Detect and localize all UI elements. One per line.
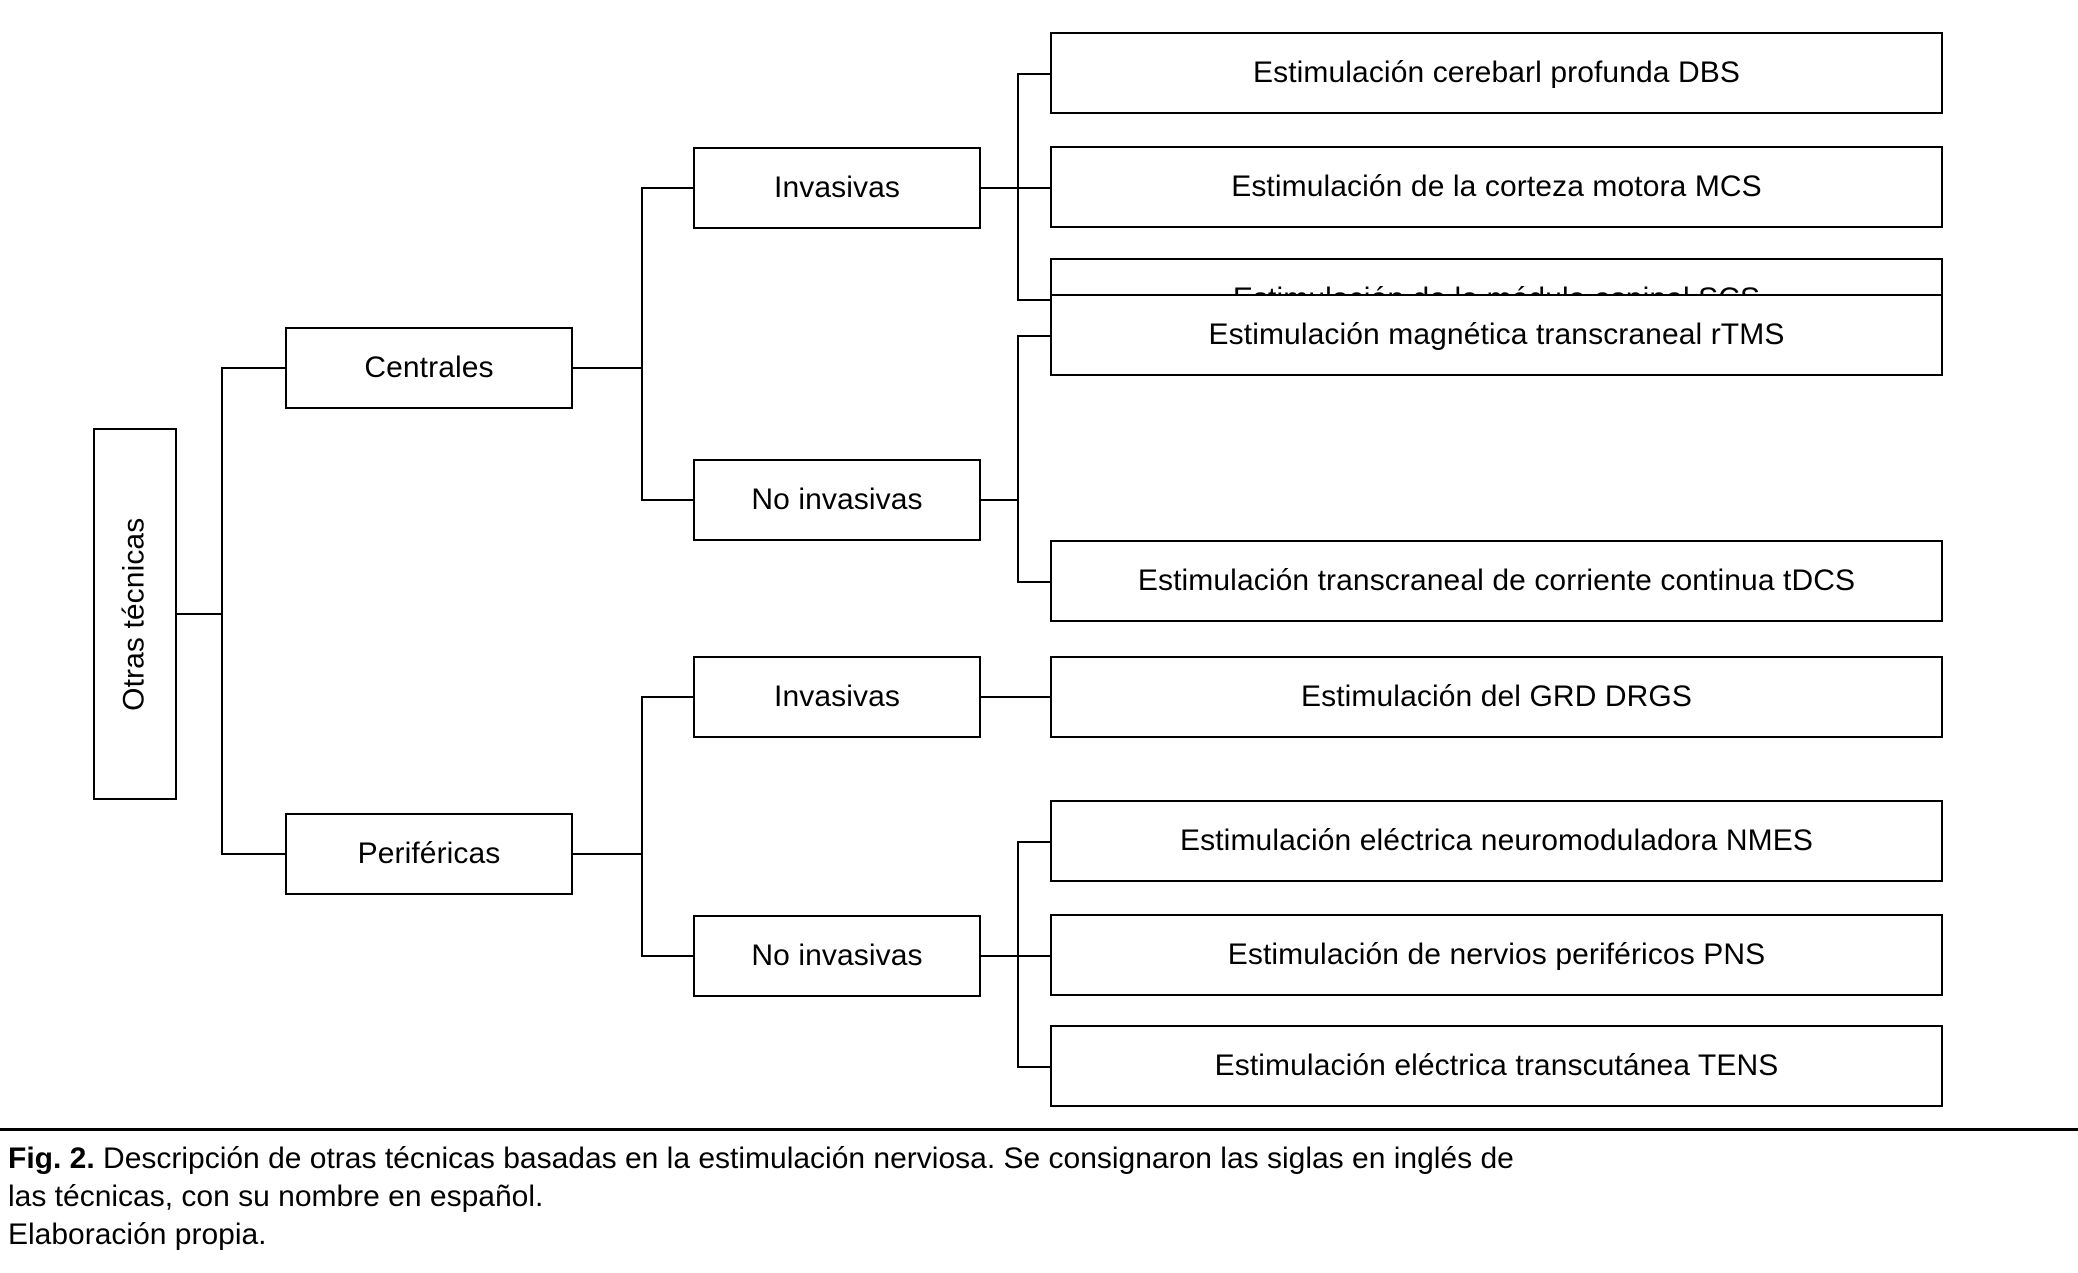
connector-p-noinv-spine xyxy=(1017,841,1019,1068)
node-label-centrales-invasivas: Invasivas xyxy=(774,170,900,204)
leaf-label-mcs: Estimulación de la corteza motora MCS xyxy=(1231,169,1762,203)
leaf-label-rtms: Estimulación magnética transcraneal rTMS xyxy=(1208,317,1785,351)
connector-c-inv-spine xyxy=(1017,73,1019,300)
connector-p-noinv-stub xyxy=(981,955,1019,957)
leaf-label-tdcs: Estimulación transcraneal de corriente c… xyxy=(1137,563,1856,597)
connector-p-noinv-leaf-2 xyxy=(1017,955,1051,957)
leaf-label-dbs: Estimulación cerebarl profunda DBS xyxy=(1253,55,1740,89)
leaf-label-nmes: Estimulación eléctrica neuromoduladora N… xyxy=(1180,823,1813,857)
connector-c-noinv-leaf-2 xyxy=(1017,581,1051,583)
leaf-label-drgs: Estimulación del GRD DRGS xyxy=(1301,679,1692,713)
node-label-perifericas-invasivas: Invasivas xyxy=(774,679,900,713)
leaf-pns: Estimulación de nervios periféricos PNS xyxy=(1050,914,1943,996)
connector-root-spine xyxy=(221,367,223,855)
node-perifericas-invasivas: Invasivas xyxy=(693,656,981,738)
caption-figure-number: Fig. 2. xyxy=(8,1142,95,1175)
node-perifericas: Periféricas xyxy=(285,813,573,895)
leaf-label-pns: Estimulación de nervios periféricos PNS xyxy=(1227,937,1766,971)
leaf-nmes: Estimulación eléctrica neuromoduladora N… xyxy=(1050,800,1943,882)
connector-p-inv-leaf-1 xyxy=(981,696,1051,698)
node-label-root: Otras técnicas xyxy=(117,517,151,711)
leaf-mcs: Estimulación de la corteza motora MCS xyxy=(1050,146,1943,228)
node-centrales-invasivas: Invasivas xyxy=(693,147,981,229)
connector-c-noinv-spine xyxy=(1017,335,1019,583)
connector-root-stub xyxy=(177,613,223,615)
connector-c-noinv-stub xyxy=(981,499,1019,501)
figure-caption: Fig. 2. Descripción de otras técnicas ba… xyxy=(8,1140,2068,1254)
node-centrales-no-invasivas: No invasivas xyxy=(693,459,981,541)
connector-perifericas-to-no-invasivas xyxy=(641,955,695,957)
node-otras-tecnicas: Otras técnicas xyxy=(93,428,177,800)
connector-c-noinv-leaf-1 xyxy=(1017,335,1051,337)
tree-diagram: Otras técnicas Centrales Invasivas Estim… xyxy=(93,32,1943,1107)
connector-root-to-centrales xyxy=(221,367,287,369)
connector-centrales-stub xyxy=(573,367,643,369)
connector-root-to-perifericas xyxy=(221,853,287,855)
connector-c-inv-stub xyxy=(981,187,1019,189)
caption-line-3: Elaboración propia. xyxy=(8,1218,267,1251)
leaf-tdcs: Estimulación transcraneal de corriente c… xyxy=(1050,540,1943,622)
leaf-dbs: Estimulación cerebarl profunda DBS xyxy=(1050,32,1943,114)
leaf-drgs: Estimulación del GRD DRGS xyxy=(1050,656,1943,738)
node-perifericas-no-invasivas: No invasivas xyxy=(693,915,981,997)
connector-perifericas-spine xyxy=(641,696,643,957)
node-label-centrales: Centrales xyxy=(364,350,494,384)
node-label-perifericas: Periféricas xyxy=(357,836,501,870)
node-label-centrales-no-invasivas: No invasivas xyxy=(751,482,923,516)
caption-line-1: Descripción de otras técnicas basadas en… xyxy=(94,1142,1514,1175)
connector-centrales-spine xyxy=(641,187,643,500)
connector-perifericas-to-invasivas xyxy=(641,696,695,698)
connector-c-inv-leaf-3 xyxy=(1017,299,1051,301)
connector-p-noinv-leaf-1 xyxy=(1017,841,1051,843)
connector-perifericas-stub xyxy=(573,853,643,855)
connector-centrales-to-no-invasivas xyxy=(641,499,695,501)
node-centrales: Centrales xyxy=(285,327,573,409)
connector-c-inv-leaf-2 xyxy=(1017,187,1051,189)
connector-p-noinv-leaf-3 xyxy=(1017,1066,1051,1068)
caption-line-2: las técnicas, con su nombre en español. xyxy=(8,1180,544,1213)
caption-divider xyxy=(0,1128,2078,1131)
node-label-perifericas-no-invasivas: No invasivas xyxy=(751,938,923,972)
leaf-rtms: Estimulación magnética transcraneal rTMS xyxy=(1050,294,1943,376)
leaf-tens: Estimulación eléctrica transcutánea TENS xyxy=(1050,1025,1943,1107)
connector-c-inv-leaf-1 xyxy=(1017,73,1051,75)
leaf-label-tens: Estimulación eléctrica transcutánea TENS xyxy=(1214,1048,1779,1082)
connector-centrales-to-invasivas xyxy=(641,187,695,189)
